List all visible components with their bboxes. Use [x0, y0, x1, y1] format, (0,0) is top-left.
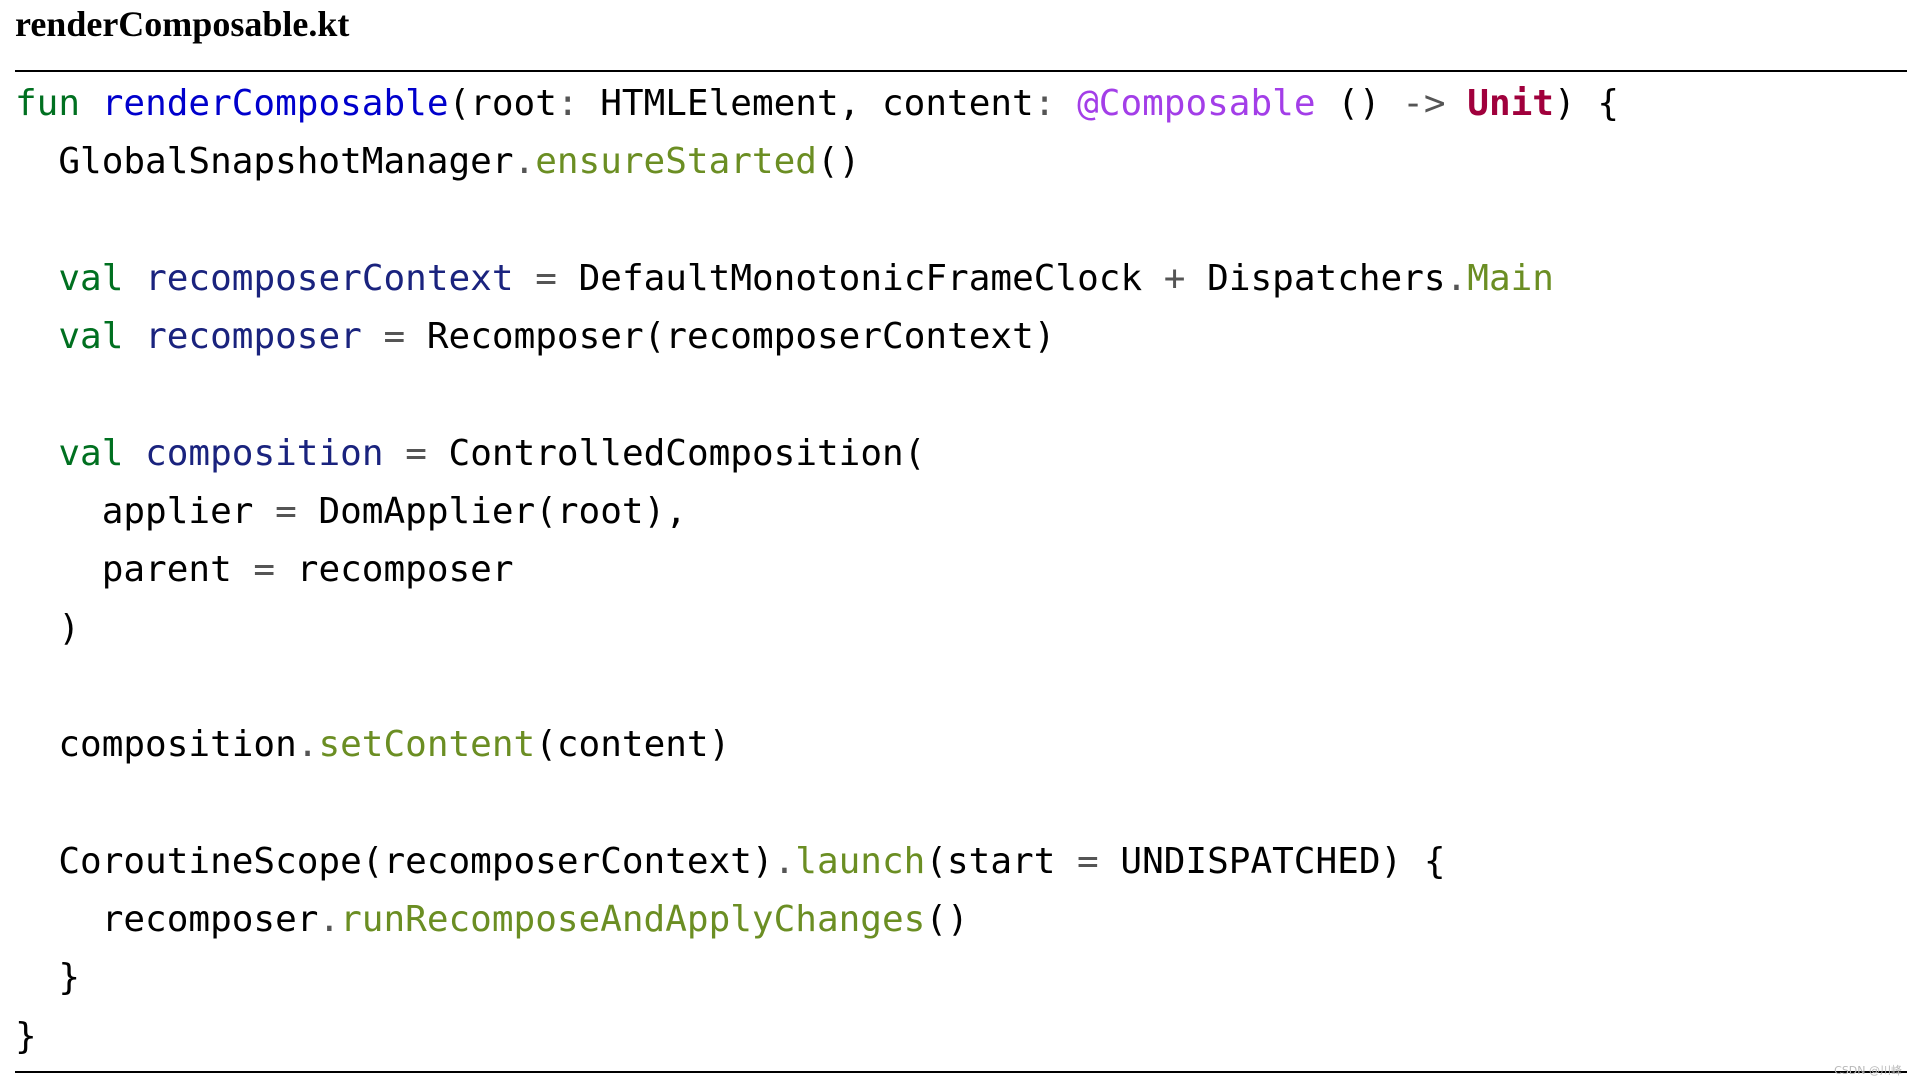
code-line: GlobalSnapshotManager.ensureStarted() [15, 133, 1619, 191]
code-token-plain: Dispatchers [1185, 257, 1446, 299]
code-line: fun renderComposable(root: HTMLElement, … [15, 75, 1619, 133]
code-token-plain [15, 258, 58, 299]
code-token-plain [123, 258, 145, 299]
code-token-plain: composition [15, 724, 297, 766]
code-token-punct: = [405, 432, 427, 474]
code-token-plain: } [15, 1015, 37, 1057]
code-line: } [15, 949, 1619, 1007]
code-token-punct: = [253, 549, 276, 591]
code-token-plain: (content) [535, 724, 731, 766]
watermark: CSDN @川峰 [1834, 1064, 1902, 1077]
code-line: parent = recomposer [15, 541, 1619, 599]
code-token-plain: ControlledComposition( [426, 432, 926, 474]
code-token-punct: = [1077, 840, 1099, 882]
code-token-punct: -> [1402, 83, 1446, 124]
code-token-punct: . [318, 899, 341, 941]
code-token-punct: = [275, 491, 297, 533]
code-token-plain: DomApplier(root), [296, 491, 687, 533]
code-token-plain: CoroutineScope(recomposerContext) [15, 840, 774, 882]
code-token-plain [123, 433, 145, 474]
code-token-plain: ) { [1553, 83, 1619, 124]
code-token-plain: Recomposer(recomposerContext) [405, 316, 1056, 358]
code-token-plain [384, 433, 406, 474]
code-block: fun renderComposable(root: HTMLElement, … [15, 75, 1619, 1066]
code-line: composition.setContent(content) [15, 716, 1619, 774]
code-token-kw: fun [15, 83, 81, 124]
code-line [15, 658, 1619, 716]
code-token-fn-decl: renderComposable [101, 83, 449, 124]
code-line: val recomposerContext = DefaultMonotonic… [15, 250, 1619, 308]
code-token-plain: () [816, 141, 861, 183]
code-token-var-decl: recomposer [145, 316, 362, 358]
code-token-call: ensureStarted [535, 141, 817, 183]
code-token-ann: @Composable [1077, 83, 1316, 124]
code-token-plain [15, 433, 58, 474]
code-line: CoroutineScope(recomposerContext).launch… [15, 833, 1619, 891]
code-token-punct: : [1033, 83, 1056, 124]
code-line [15, 775, 1619, 833]
code-token-plain [15, 316, 58, 357]
code-line: recomposer.runRecomposeAndApplyChanges() [15, 891, 1619, 949]
code-token-kw: val [58, 432, 124, 474]
code-token-var-decl: recomposerContext [145, 257, 514, 299]
code-token-plain: GlobalSnapshotManager [15, 141, 514, 183]
code-token-punct: . [1445, 257, 1468, 299]
code-token-kw: val [58, 257, 124, 299]
code-line: val composition = ControlledComposition( [15, 425, 1619, 483]
code-token-plain: HTMLElement, content [578, 83, 1034, 124]
top-divider [15, 70, 1907, 72]
code-token-punct: = [383, 316, 406, 358]
code-line: } [15, 1008, 1619, 1066]
code-line: applier = DomApplier(root), [15, 483, 1619, 541]
code-token-plain [1446, 83, 1468, 124]
code-token-plain: () [925, 899, 969, 941]
code-token-punct: : [556, 83, 579, 124]
code-token-plain: UNDISPATCHED) { [1098, 840, 1446, 882]
code-line [15, 192, 1619, 250]
code-token-kw: val [58, 316, 124, 358]
code-token-plain: () [1315, 83, 1403, 124]
file-title: renderComposable.kt [15, 4, 350, 44]
code-token-type-kw: Unit [1467, 83, 1554, 124]
code-token-punct: + [1163, 257, 1186, 299]
code-token-plain: ) [15, 607, 81, 649]
code-token-plain: } [15, 957, 81, 999]
code-line [15, 366, 1619, 424]
code-token-call: launch [795, 840, 926, 882]
code-token-plain [362, 316, 384, 357]
code-token-call: runRecomposeAndApplyChanges [340, 899, 926, 941]
code-token-punct: . [513, 141, 536, 183]
code-token-plain [514, 258, 536, 299]
code-token-plain: (start [925, 840, 1078, 882]
code-token-plain: recomposer [275, 549, 514, 591]
code-token-var-decl: composition [145, 432, 384, 474]
code-token-plain [80, 83, 102, 124]
code-token-plain: DefaultMonotonicFrameClock [556, 257, 1164, 299]
code-token-call: Main [1467, 257, 1554, 299]
code-token-plain: parent [15, 549, 254, 591]
code-token-plain: applier [15, 491, 276, 533]
code-token-punct: = [535, 257, 557, 299]
code-line: ) [15, 600, 1619, 658]
code-token-plain: recomposer [15, 899, 319, 941]
code-token-plain: (root [448, 83, 557, 124]
code-token-plain [1055, 83, 1077, 124]
code-token-punct: . [773, 840, 796, 882]
code-token-plain [123, 316, 145, 357]
bottom-divider [15, 1071, 1907, 1073]
code-line: val recomposer = Recomposer(recomposerCo… [15, 308, 1619, 366]
code-token-call: setContent [318, 724, 536, 766]
code-token-punct: . [296, 724, 319, 766]
